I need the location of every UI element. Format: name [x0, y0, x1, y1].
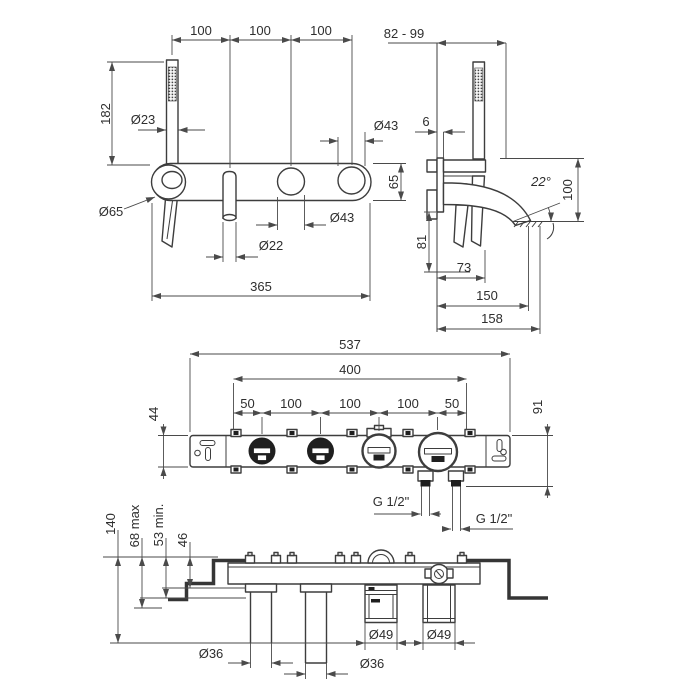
rough-front-dimensions: 537 400 50 100 100 100 50 44: [146, 337, 553, 532]
dim-side-thickness-6: 6: [422, 114, 429, 129]
left-bracket: [168, 558, 246, 602]
dim-rough-side-46: 46: [175, 533, 190, 547]
cartridge-2: [422, 563, 456, 624]
rough-in-front-view: 537 400 50 100 100 100 50 44: [146, 337, 553, 532]
front-view: 100 100 100 182 Ø23 Ø43 65 Ø43 Ø65: [98, 23, 406, 301]
dim-side-angle-22: 22°: [530, 174, 551, 189]
dim-front-plate-65: 65: [386, 175, 401, 189]
side-dimensions: 82 - 99 6 22° 100 81 73 150 158: [384, 26, 584, 334]
dim-side-range: 82 - 99: [384, 26, 424, 41]
dim-front-spacing-2: 100: [249, 23, 271, 38]
dim-side-width-150: 150: [476, 288, 498, 303]
dim-rough-44: 44: [146, 407, 161, 421]
dim-rough-side-140: 140: [103, 513, 118, 535]
dim-side-width-158: 158: [481, 311, 503, 326]
supply-tubes: [244, 583, 333, 664]
spout-dome: [367, 549, 395, 564]
valve-1: [248, 437, 276, 465]
dim-rough-400: 400: [339, 362, 361, 377]
dim-front-dia-22: Ø22: [259, 238, 284, 253]
dim-front-dia-65: Ø65: [99, 204, 124, 219]
dim-rough-100a: 100: [280, 396, 302, 411]
spout-side: [442, 182, 555, 240]
right-bracket: [459, 558, 548, 600]
spout: [222, 170, 237, 222]
bar-clamps: [230, 428, 476, 474]
dim-rough-100b: 100: [339, 396, 361, 411]
hand-shower: [161, 59, 179, 248]
bar-side: [227, 549, 481, 585]
dim-side-width-73: 73: [457, 260, 471, 275]
handle-right: [337, 166, 366, 195]
dim-rough-100c: 100: [397, 396, 419, 411]
dim-front-dia-43-top: Ø43: [374, 118, 399, 133]
front-dimensions: 100 100 100 182 Ø23 Ø43 65 Ø43 Ø65: [98, 23, 406, 301]
dim-rough-50b: 50: [445, 396, 459, 411]
dim-front-spacing-1: 100: [190, 23, 212, 38]
dim-front-dia-43-mid: Ø43: [330, 210, 355, 225]
dim-front-dia-23: Ø23: [131, 112, 156, 127]
wall-plate: [436, 157, 445, 213]
dim-rough-537: 537: [339, 337, 361, 352]
dim-side-length-81: 81: [414, 235, 429, 249]
dim-rough-50a: 50: [240, 396, 254, 411]
dim-front-length-365: 365: [250, 279, 272, 294]
dim-rough-side-53min: 53 min.: [151, 504, 166, 547]
cartridge-1: [364, 584, 398, 624]
trim-plate: [150, 162, 372, 202]
dim-rough-91: 91: [530, 400, 545, 414]
dim-rough-side-dia36-right: Ø36: [360, 656, 385, 671]
valve-4: [417, 431, 465, 531]
side-view: 82 - 99 6 22° 100 81 73 150 158: [384, 26, 584, 334]
dim-side-height-100: 100: [560, 179, 575, 201]
valve-3: [361, 424, 397, 469]
dim-front-height-182: 182: [98, 103, 113, 125]
valve-2: [307, 437, 334, 465]
dim-rough-g-half-2: G 1/2": [476, 511, 513, 526]
dim-rough-side-dia49-left: Ø49: [369, 627, 394, 642]
rough-side-dimensions: 140 68 max 53 min. 46 Ø36 Ø36 Ø49 Ø49: [103, 504, 475, 679]
dim-front-spacing-3: 100: [310, 23, 332, 38]
dim-rough-side-dia36-left: Ø36: [199, 646, 224, 661]
dim-rough-side-dia49-right: Ø49: [427, 627, 452, 642]
rough-body-behind-wall: [426, 159, 438, 220]
handle-left: [276, 167, 306, 196]
mounting-bar: [189, 434, 511, 468]
dim-rough-side-68max: 68 max: [127, 504, 142, 547]
rough-in-side-view: 140 68 max 53 min. 46 Ø36 Ø36 Ø49 Ø49: [103, 504, 548, 679]
dim-rough-g-half-1: G 1/2": [373, 494, 410, 509]
